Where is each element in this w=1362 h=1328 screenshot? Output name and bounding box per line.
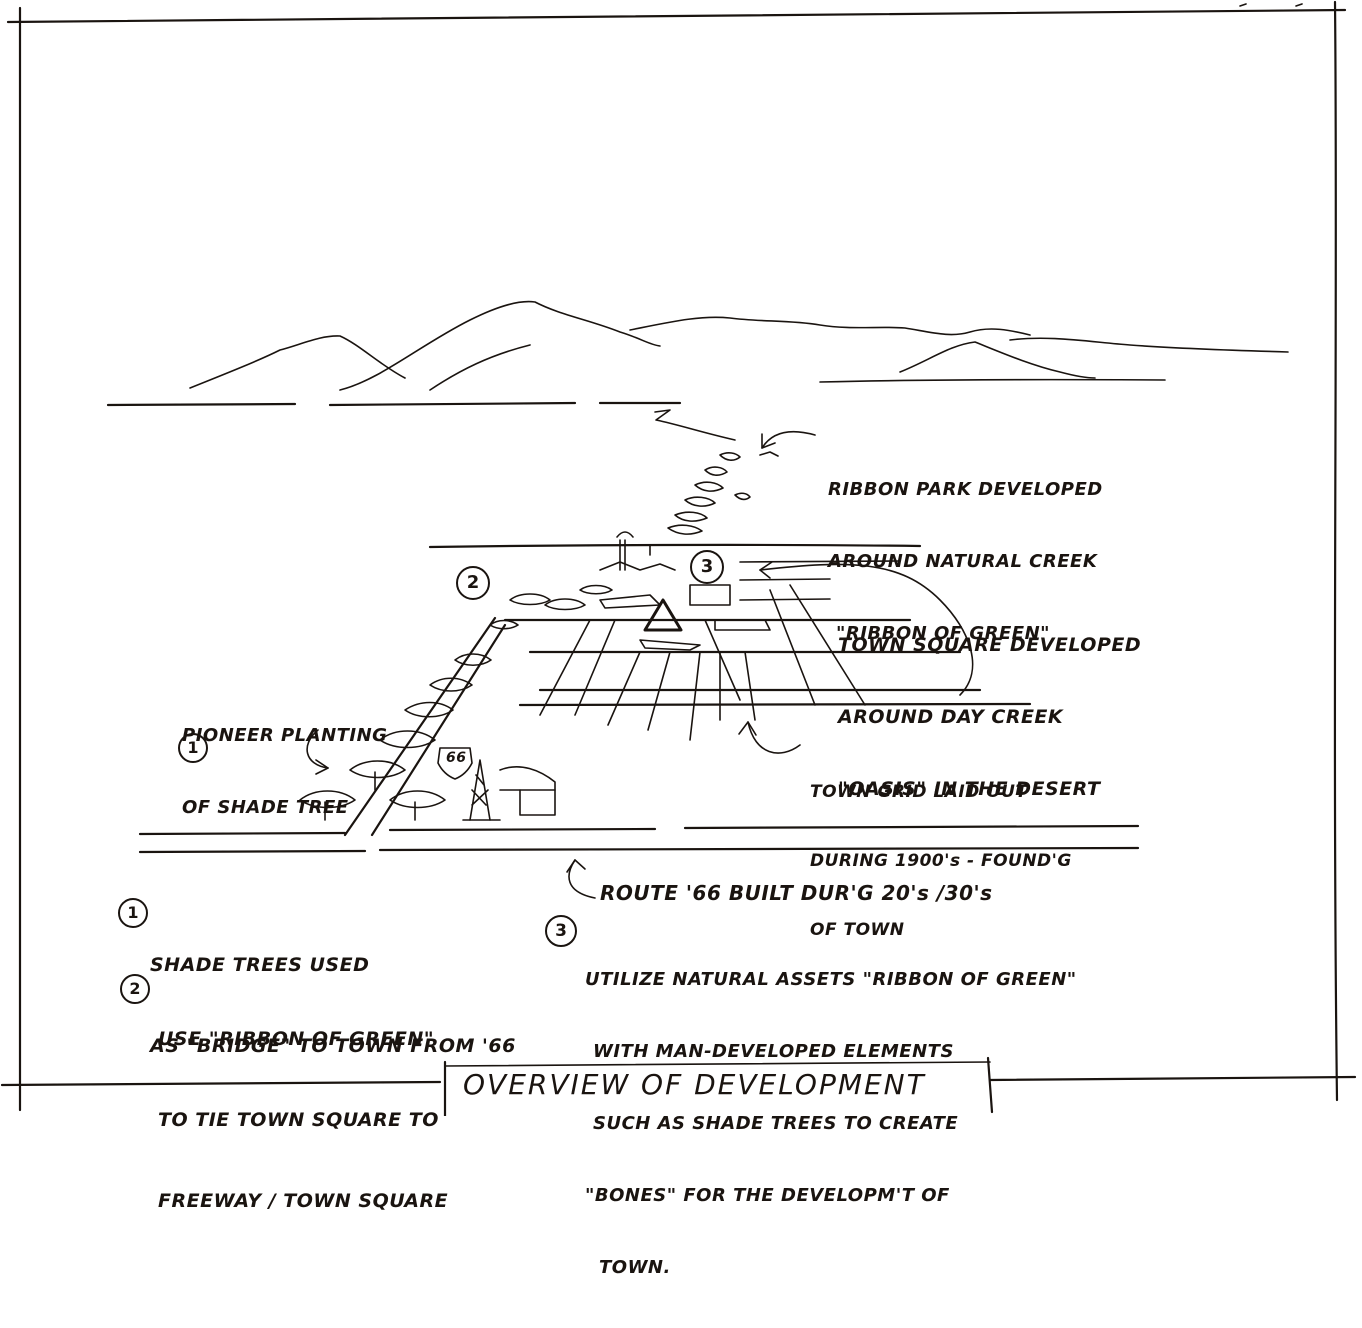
- title-frame: [443, 1056, 994, 1116]
- note-3-line-1: UTILIZE NATURAL ASSETS "RIBBON OF GREEN": [585, 969, 1077, 990]
- ribbon-park-arrow: [761, 431, 816, 449]
- route-shield-number: 66: [446, 750, 467, 766]
- ribbon-park-line-3: "RIBBON OF GREEN": [836, 623, 1051, 644]
- sketch-drawing: [0, 0, 1357, 1116]
- note-1-number: 1: [118, 898, 148, 928]
- pioneer-number-circle: 1: [178, 733, 208, 763]
- pioneer-arrow: [306, 729, 329, 775]
- town-grid: [503, 584, 1032, 741]
- mountain-range: [106, 300, 1289, 441]
- note-3-number: 3: [545, 915, 577, 947]
- shade-tree-road: [299, 616, 519, 837]
- town-grid-label: TOWN GRID LAID OUT DURING 1900's - FOUND…: [810, 735, 1072, 988]
- sketch-title: OVERVIEW OF DEVELOPMENT: [463, 1068, 926, 1101]
- sketch-sheet: RIBBON PARK DEVELOPED AROUND NATURAL CRE…: [0, 0, 1357, 1278]
- oasis-leader-line: [759, 561, 974, 696]
- ribbon-of-green-trees: [667, 451, 779, 535]
- town-square-line-3: "OASIS" IN THE DESERT: [838, 778, 1101, 800]
- note-2-number: 2: [120, 974, 150, 1004]
- route66-road-lines: [138, 824, 1140, 854]
- town-grid-line-1: TOWN GRID LAID OUT: [810, 782, 1028, 802]
- note-3-line-2: WITH MAN-DEVELOPED ELEMENTS: [593, 1041, 954, 1062]
- route66-arrow: [566, 859, 596, 899]
- route66-shield-icon: [437, 747, 473, 780]
- note-2-line-3: FREEWAY / TOWN SQUARE: [158, 1190, 449, 1212]
- ribbon-park-label: RIBBON PARK DEVELOPED AROUND NATURAL CRE…: [828, 430, 1103, 694]
- town-grid-arrow: [738, 721, 801, 754]
- note-1-line-1: SHADE TREES USED: [150, 954, 370, 976]
- ribbon-park-line-1: RIBBON PARK DEVELOPED: [828, 479, 1103, 500]
- note-3-line-4: "BONES" FOR THE DEVELOPM'T OF: [585, 1185, 950, 1206]
- town-square-buildings: [509, 531, 771, 651]
- note-1-line-2: AS "BRIDGE" TO TOWN FROM '66: [150, 1035, 516, 1057]
- note-2-text: USE "RIBBON OF GREEN" TO TIE TOWN SQUARE…: [158, 972, 448, 1269]
- route66-label: ROUTE '66 BUILT DUR'G 20's /30's: [600, 881, 993, 905]
- note-1-text: SHADE TREES USED AS "BRIDGE" TO TOWN FRO…: [150, 898, 516, 1114]
- note-2-line-2: TO TIE TOWN SQUARE TO: [158, 1109, 439, 1131]
- town-square-label: TOWN SQUARE DEVELOPED AROUND DAY CREEK "…: [838, 585, 1141, 849]
- town-horizon-lines: [428, 543, 922, 601]
- tower-and-building: [462, 759, 556, 821]
- town-grid-line-2: DURING 1900's - FOUND'G: [810, 851, 1072, 871]
- note-3-line-5: TOWN.: [599, 1257, 671, 1278]
- pioneer-line-1: PIONEER PLANTING: [182, 725, 388, 746]
- note-3-text: UTILIZE NATURAL ASSETS "RIBBON OF GREEN"…: [585, 920, 1077, 1328]
- town-square-line-1: TOWN SQUARE DEVELOPED: [838, 634, 1142, 656]
- marker-3-circle: 3: [690, 550, 724, 584]
- note-2-line-1: USE "RIBBON OF GREEN": [158, 1028, 435, 1050]
- pioneer-line-2: OF SHADE TREE: [182, 797, 349, 818]
- town-grid-line-3: OF TOWN: [810, 920, 905, 940]
- marker-2-circle: 2: [456, 566, 490, 600]
- town-square-line-2: AROUND DAY CREEK: [838, 706, 1064, 728]
- ribbon-park-line-2: AROUND NATURAL CREEK: [828, 551, 1098, 572]
- pioneer-planting-label: PIONEER PLANTING OF SHADE TREE: [182, 676, 387, 868]
